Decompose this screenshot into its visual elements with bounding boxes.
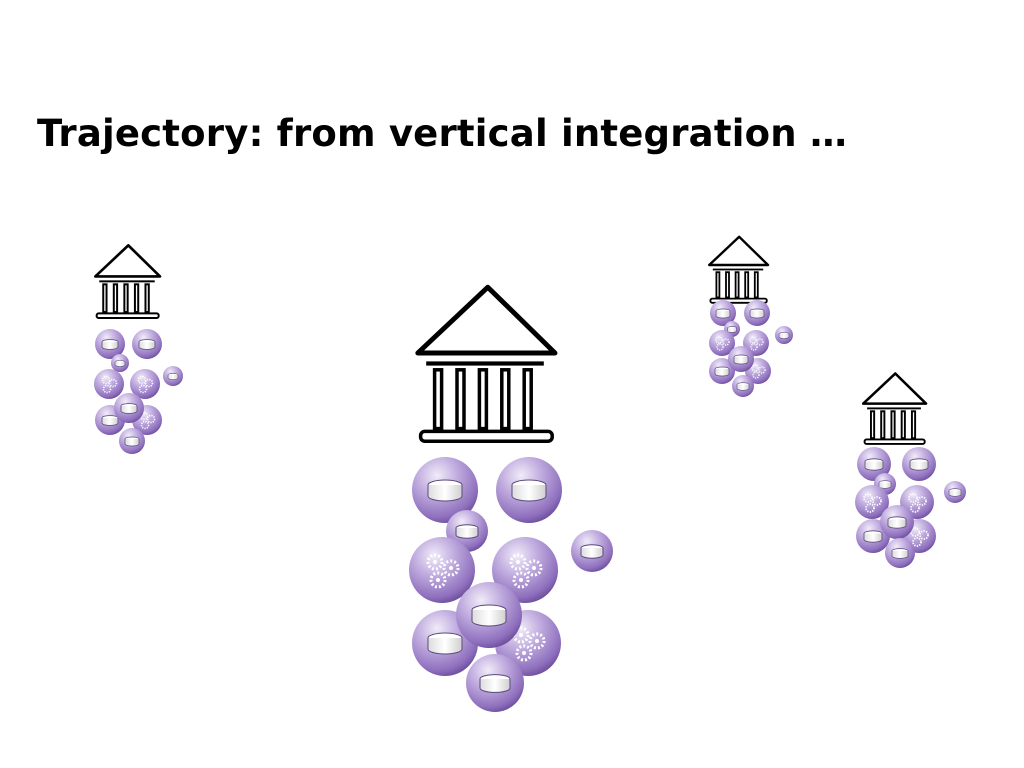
database-sphere-icon: [857, 447, 891, 481]
database-sphere-icon: [732, 375, 754, 397]
sphere-group: [855, 447, 966, 568]
institution-building-icon: [415, 284, 558, 443]
database-sphere-icon: [710, 300, 736, 326]
database-sphere-icon: [902, 447, 936, 481]
database-sphere-icon: [466, 654, 524, 712]
database-sphere-icon: [728, 346, 754, 372]
gears-sphere-icon: [855, 485, 889, 519]
institution-building-icon: [861, 372, 928, 445]
database-sphere-icon: [571, 530, 613, 572]
database-sphere-icon: [114, 393, 144, 423]
sphere-group: [709, 300, 793, 397]
gears-sphere-icon: [409, 537, 475, 603]
database-sphere-icon: [412, 457, 478, 523]
database-sphere-icon: [111, 354, 129, 372]
database-sphere-icon: [775, 326, 793, 344]
database-sphere-icon: [709, 358, 735, 384]
database-sphere-icon: [885, 538, 915, 568]
gears-sphere-icon: [492, 537, 558, 603]
sphere-group: [94, 329, 183, 454]
gears-sphere-icon: [94, 369, 124, 399]
slide-title: Trajectory: from vertical integration …: [37, 112, 848, 155]
database-sphere-icon: [132, 329, 162, 359]
database-sphere-icon: [496, 457, 562, 523]
institution-cluster-top-left: [90, 238, 190, 460]
database-sphere-icon: [456, 582, 522, 648]
institution-cluster-large: [405, 284, 620, 715]
institution-building-icon: [707, 235, 770, 304]
database-sphere-icon: [744, 300, 770, 326]
database-sphere-icon: [119, 428, 145, 454]
database-sphere-icon: [163, 366, 183, 386]
gears-sphere-icon: [709, 330, 735, 356]
database-sphere-icon: [944, 481, 966, 503]
sphere-group: [409, 457, 613, 712]
database-sphere-icon: [95, 329, 125, 359]
institution-building-icon: [93, 244, 162, 319]
gears-sphere-icon: [130, 369, 160, 399]
institution-cluster-top-right: [700, 233, 800, 403]
database-sphere-icon: [880, 505, 914, 539]
institution-cluster-right: [845, 370, 975, 570]
